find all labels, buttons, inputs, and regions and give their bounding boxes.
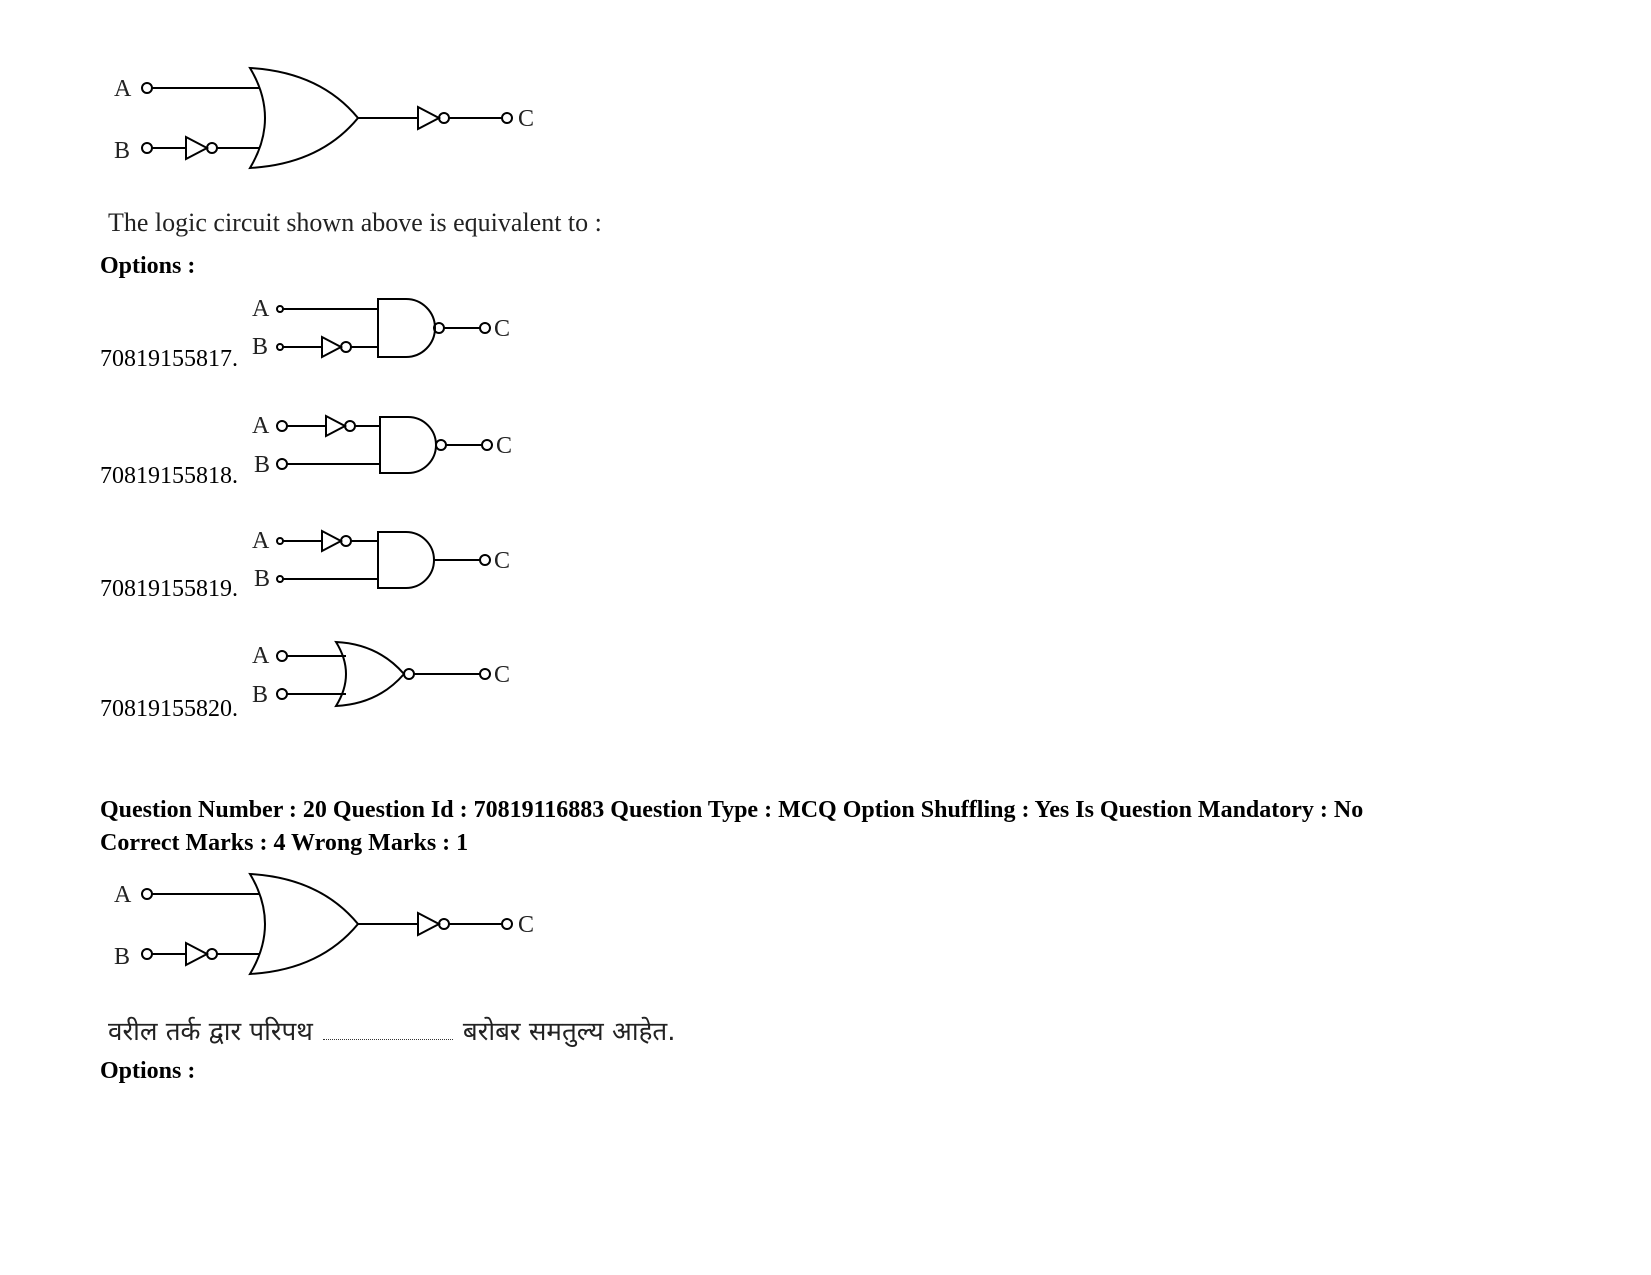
fill-in-blank [322,1021,453,1040]
input-a-label: A [114,882,132,908]
q20-question-text-after: बरोबर समतुल्य आहेत. [462,1017,676,1047]
option-id[interactable]: 70819155820. [100,696,238,722]
q20-main-circuit-diagram: A B C [114,872,534,976]
input-a-label: A [252,528,270,554]
option-3-circuit-diagram[interactable]: A B C [248,522,528,596]
input-b-label: B [114,138,130,164]
q20-question-text-before: वरील तर्क द्वार परिपथ [108,1017,313,1047]
input-a-label: A [252,643,270,669]
output-c-label: C [496,433,512,459]
output-c-label: C [494,548,510,574]
q19-options-label: Options : [100,253,196,279]
q20-meta-line-2: Correct Marks : 4 Wrong Marks : 1 [100,830,469,856]
input-b-label: B [254,566,270,592]
input-a-label: A [114,76,132,102]
q19-question-text: The logic circuit shown above is equival… [108,208,602,237]
input-a-label: A [252,413,270,439]
q20-question-text: वरील तर्क द्वार परिपथ बरोबर समतुल्य आहेत. [108,1012,675,1048]
output-c-label: C [494,316,510,342]
input-b-label: B [252,682,268,708]
output-c-label: C [518,912,534,938]
q19-main-circuit-diagram: A B C [114,66,534,170]
option-2-circuit-diagram[interactable]: A B C [248,408,528,482]
q20-meta-line-1: Question Number : 20 Question Id : 70819… [100,797,1364,823]
output-c-label: C [518,106,534,132]
option-id[interactable]: 70819155818. [100,463,238,489]
option-4-circuit-diagram[interactable]: A B C [248,636,528,716]
input-b-label: B [254,452,270,478]
option-id[interactable]: 70819155819. [100,576,238,602]
option-id[interactable]: 70819155817. [100,346,238,372]
q20-options-label: Options : [100,1058,196,1084]
output-c-label: C [494,662,510,688]
input-b-label: B [252,334,268,360]
option-1-circuit-diagram[interactable]: A B C [248,290,528,364]
input-a-label: A [252,296,270,322]
input-b-label: B [114,944,130,970]
